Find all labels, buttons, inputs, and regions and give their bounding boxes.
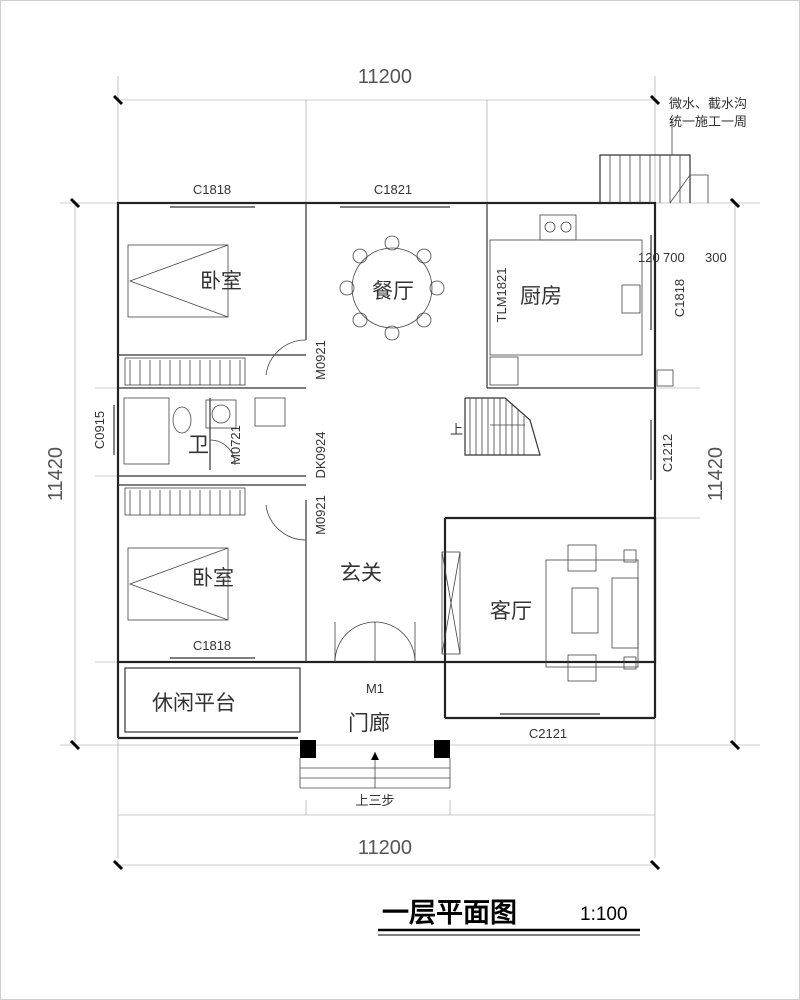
exterior-steps — [599, 120, 709, 204]
dimension-ticks — [69, 94, 741, 871]
closets — [124, 357, 246, 516]
window-c1818-top: C1818 — [193, 182, 231, 197]
window-c1818-bottom: C1818 — [193, 638, 231, 653]
pillar — [656, 369, 674, 387]
windows — [113, 206, 652, 715]
annotation-line2: 统一施工一周 — [669, 114, 747, 129]
window-c2121: C2121 — [529, 726, 567, 741]
door-m0921-upper: M0921 — [313, 340, 328, 380]
kitchen-counter — [489, 214, 643, 386]
room-bedroom-top: 卧室 — [200, 269, 242, 293]
window-c0915: C0915 — [92, 411, 107, 449]
room-foyer: 玄关 — [340, 561, 382, 585]
door-dk0924: DK0924 — [313, 432, 328, 479]
room-living: 客厅 — [490, 599, 532, 623]
window-c1821: C1821 — [374, 182, 412, 197]
annotation-line1: 微水、截水沟 — [669, 96, 747, 111]
room-bedroom-bottom: 卧室 — [192, 566, 234, 590]
porch-steps-label: 上三步 — [355, 793, 394, 808]
plan-scale: 1:100 — [580, 904, 628, 925]
room-terrace: 休闲平台 — [152, 691, 236, 715]
beds — [127, 244, 229, 621]
dim-small-c: 300 — [705, 250, 727, 265]
dim-top: 11200 — [358, 66, 412, 88]
door-m0921-lower: M0921 — [313, 495, 328, 535]
room-kitchen: 厨房 — [520, 284, 562, 308]
dim-right: 11420 — [705, 447, 727, 501]
dim-small-b: 700 — [663, 250, 685, 265]
door-tlm1821: TLM1821 — [494, 268, 509, 323]
bathroom-fixtures — [123, 397, 286, 465]
dim-bottom: 11200 — [358, 837, 412, 859]
door-m0721: M0721 — [228, 425, 243, 465]
living-furniture — [441, 544, 639, 682]
window-c1212: C1212 — [660, 434, 675, 472]
dim-small-a: 120 — [638, 250, 660, 265]
interior-walls — [118, 203, 655, 662]
door-m1: M1 — [366, 681, 384, 696]
dim-left: 11420 — [45, 447, 67, 501]
plan-title: 一层平面图 — [382, 898, 517, 929]
room-dining: 餐厅 — [372, 279, 414, 303]
doors — [209, 339, 416, 663]
stairs-up: 上 — [450, 422, 463, 437]
stairs — [464, 397, 541, 456]
room-bathroom: 卫 — [188, 433, 209, 457]
room-porch: 门廊 — [348, 711, 390, 735]
window-c1818-right: C1818 — [672, 279, 687, 317]
exterior-walls — [116, 201, 657, 740]
dining-table — [339, 235, 445, 341]
porch — [299, 740, 451, 789]
